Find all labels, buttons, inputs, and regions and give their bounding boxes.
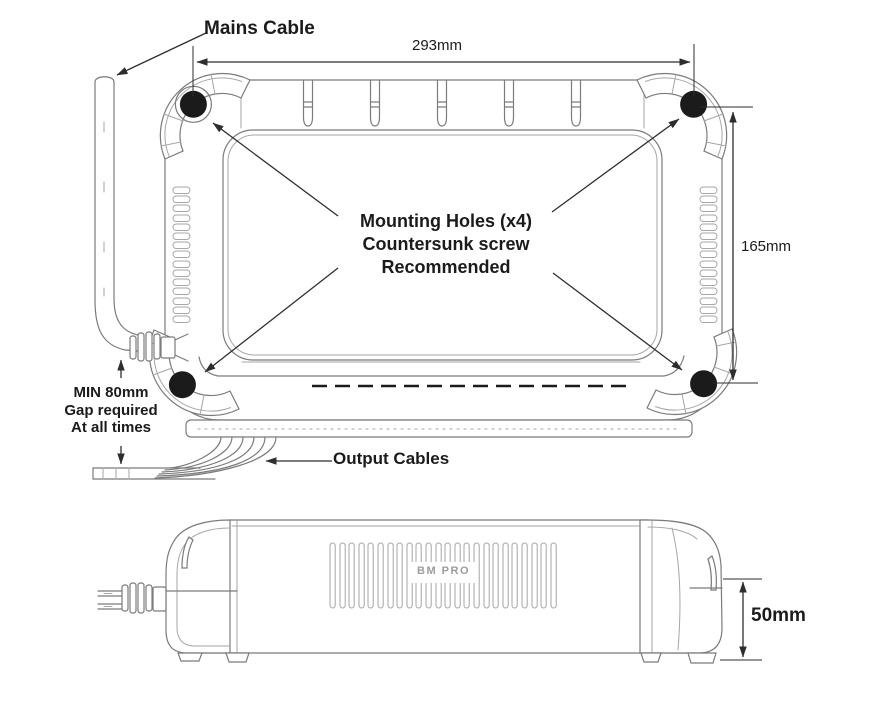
gap-note-line-2: Gap required xyxy=(64,401,158,419)
height-dimension-label: 165mm xyxy=(741,238,792,255)
gap-required-note: MIN 80mm Gap required At all times xyxy=(54,384,168,437)
gap-note-line-3: At all times xyxy=(70,419,152,436)
gap-note-line-1: MIN 80mm xyxy=(73,384,149,401)
mounting-holes-note: Mounting Holes (x4) Countersunk screw Re… xyxy=(345,210,547,279)
mains-cable-label: Mains Cable xyxy=(204,18,315,39)
dimension-height-50 xyxy=(720,578,762,661)
mounting-hole-top-right xyxy=(636,72,728,160)
top-vent-slots xyxy=(302,80,582,127)
brand-plate xyxy=(411,562,477,583)
output-cables-label: Output Cables xyxy=(333,449,450,468)
mounting-note-line-2: Countersunk screw xyxy=(362,234,530,254)
mounting-hole-bottom-right xyxy=(646,328,738,416)
side-left-cap xyxy=(165,519,238,654)
dimension-width-293 xyxy=(192,44,695,96)
side-feet xyxy=(177,652,717,664)
mounting-note-line-3: Recommended xyxy=(381,257,511,277)
annotations xyxy=(116,32,762,661)
brand-text: BM PRO xyxy=(417,565,470,577)
side-right-cap xyxy=(639,519,723,654)
dimension-height-165 xyxy=(700,106,758,384)
side-connector xyxy=(97,582,167,614)
right-vent-column xyxy=(699,186,718,323)
side-height-dimension-label: 50mm xyxy=(751,605,806,626)
output-cables-drawing xyxy=(92,436,277,480)
mounting-hole-top-left xyxy=(159,72,251,160)
mounting-note-line-1: Mounting Holes (x4) xyxy=(360,211,532,231)
cable-gland xyxy=(129,331,189,362)
width-dimension-label: 293mm xyxy=(412,37,463,54)
mounting-hole-leaders xyxy=(204,118,683,373)
mains-cable-drawing xyxy=(94,76,139,352)
mains-cable-leader xyxy=(116,32,207,76)
side-view xyxy=(97,519,723,664)
side-vents xyxy=(329,542,557,609)
left-vent-column xyxy=(172,186,191,323)
